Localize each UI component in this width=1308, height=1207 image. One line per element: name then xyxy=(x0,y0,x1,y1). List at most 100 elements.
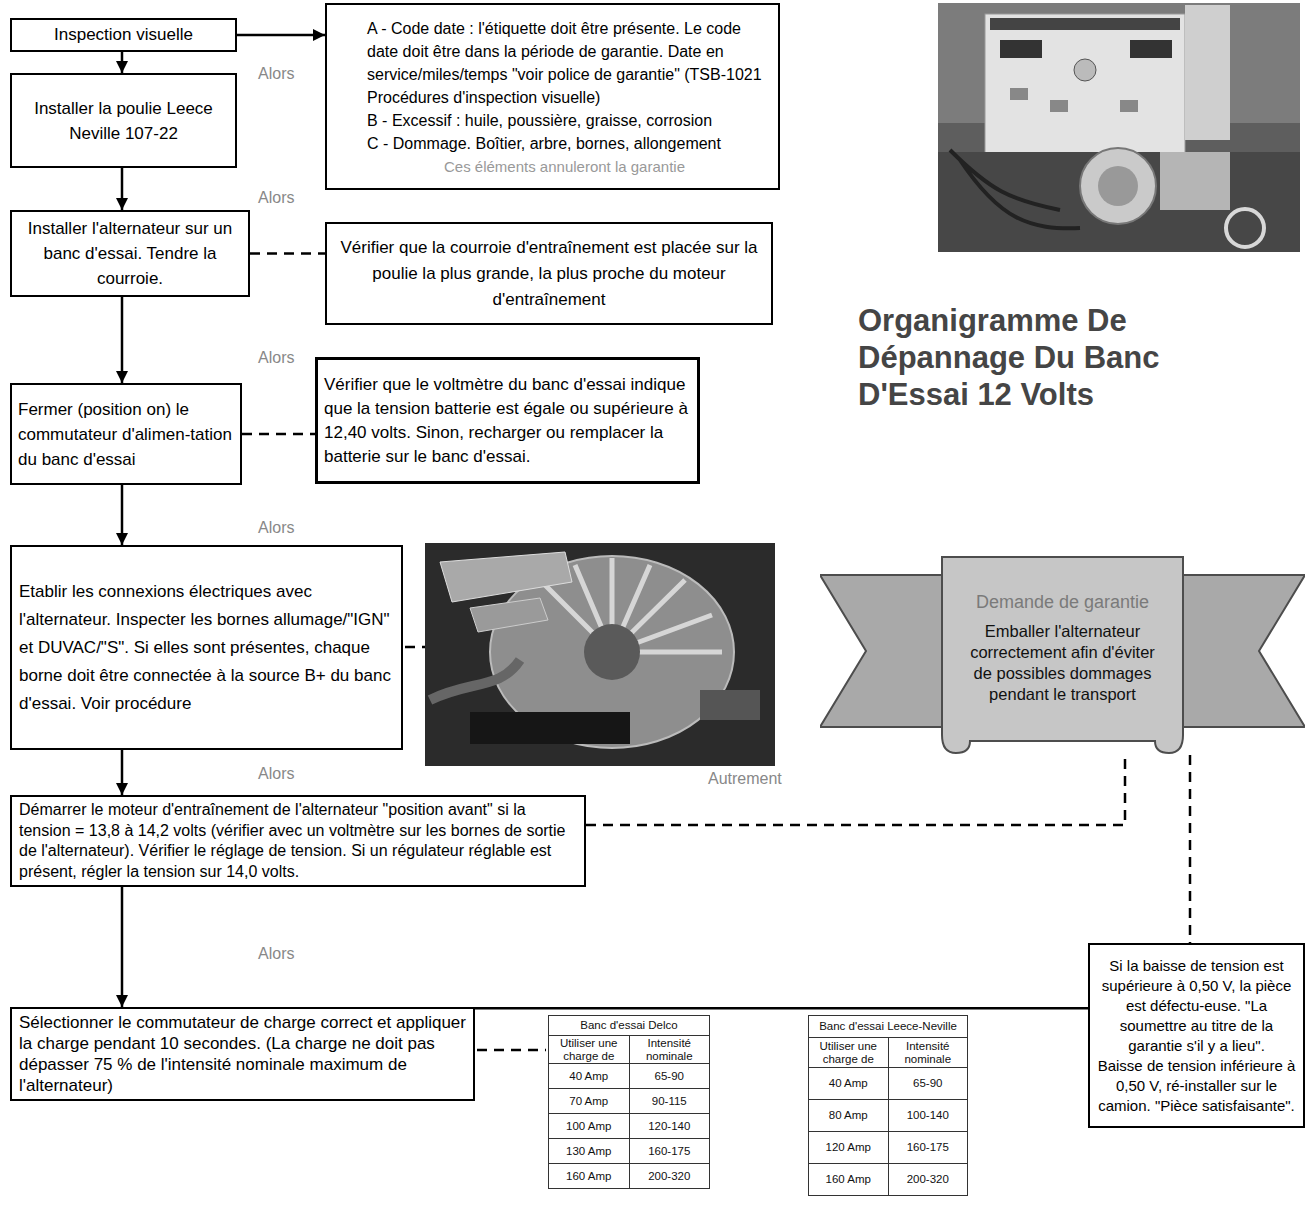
dashed-connector xyxy=(1189,755,1192,943)
table-cell: 120-140 xyxy=(629,1114,710,1139)
node-text: A - Code date : l'étiquette doit être pr… xyxy=(367,17,762,109)
photo-ground xyxy=(938,3,1300,252)
table-cell: 100-140 xyxy=(888,1100,968,1132)
alternator xyxy=(1080,148,1156,224)
edge-label: Autrement xyxy=(706,769,784,788)
process-box: Inspection visuelle xyxy=(10,18,237,52)
dashed-connector xyxy=(250,252,325,255)
process-box: Installer l'alternateur sur un banc d'es… xyxy=(10,210,250,297)
bench-knob xyxy=(1074,59,1096,81)
alternator-core xyxy=(1098,166,1138,206)
flow-arrow xyxy=(121,168,124,210)
flow-arrow xyxy=(121,297,124,383)
step-label: Alors xyxy=(258,188,294,207)
banner-text: Demande de garantieEmballer l'alternateu… xyxy=(820,573,1305,727)
table-cell: 65-90 xyxy=(629,1064,710,1089)
process-box: Sélectionner le commutateur de charge co… xyxy=(10,1007,475,1101)
flow-arrow xyxy=(121,52,124,73)
table-row: 70 Amp90-115 xyxy=(549,1089,710,1114)
process-box: Installer la poulie Leece Neville 107-22 xyxy=(10,73,237,168)
step-label: Alors xyxy=(258,764,294,783)
flow-arrow xyxy=(237,34,325,37)
table-cell: 70 Amp xyxy=(549,1089,630,1114)
table-row: 100 Amp120-140 xyxy=(549,1114,710,1139)
test-bench-photo xyxy=(938,3,1300,252)
table-cell: 160-175 xyxy=(629,1139,710,1164)
table-cell: 65-90 xyxy=(888,1068,968,1100)
flow-arrow xyxy=(475,1007,1088,1010)
table-cell: 120 Amp xyxy=(809,1132,889,1164)
column-header: Intensité nominale xyxy=(629,1036,710,1064)
table-cell: 130 Amp xyxy=(549,1139,630,1164)
table-header: Banc d'essai Delco xyxy=(549,1016,710,1036)
table-cell: 100 Amp xyxy=(549,1114,630,1139)
bench-strip xyxy=(990,18,1180,30)
bracket xyxy=(700,690,760,720)
table-row: Banc d'essai Delco xyxy=(549,1016,710,1036)
alternator-hub xyxy=(584,624,640,680)
cable xyxy=(430,660,520,700)
bench-switch xyxy=(1120,100,1138,112)
node-text: Baisse de tension inférieure à 0,50 V, r… xyxy=(1096,1056,1297,1116)
node-text: Etablir les connexions électriques avec … xyxy=(19,578,394,718)
result-box: Si la baisse de tension est supérieure à… xyxy=(1088,943,1305,1128)
bench-panel xyxy=(985,14,1185,154)
clamp xyxy=(470,598,548,632)
table-row: 40 Amp65-90 xyxy=(809,1068,968,1100)
column-header: Intensité nominale xyxy=(888,1038,968,1068)
bench-meter xyxy=(1000,40,1042,58)
step-label: Alors xyxy=(258,348,294,367)
node-text: Ces éléments annuleront la garantie xyxy=(367,155,762,178)
node-text: Si la baisse de tension est supérieure à… xyxy=(1096,956,1297,1056)
table-cell: 160-175 xyxy=(888,1132,968,1164)
photo-ground xyxy=(425,543,775,766)
table-body: Banc d'essai DelcoUtiliser une charge de… xyxy=(549,1016,710,1189)
delco-table: Banc d'essai DelcoUtiliser une charge de… xyxy=(548,1015,710,1189)
node-text: Fermer (position on) le commutateur d'al… xyxy=(18,397,234,472)
table-body: Banc d'essai Leece-NevilleUtiliser une c… xyxy=(809,1016,968,1196)
banner-panel xyxy=(942,557,1183,753)
table-row: 80 Amp100-140 xyxy=(809,1100,968,1132)
table-row: 160 Amp200-320 xyxy=(809,1164,968,1196)
process-box: Etablir les connexions électriques avec … xyxy=(10,545,403,750)
node-text: Inspection visuelle xyxy=(18,24,229,46)
node-text: Installer la poulie Leece Neville 107-22 xyxy=(20,96,227,146)
table-row: Utiliser une charge deIntensité nominale xyxy=(809,1038,968,1068)
step-label: Alors xyxy=(258,64,294,83)
column-header: Utiliser une charge de xyxy=(549,1036,630,1064)
bench-meter xyxy=(1130,40,1172,58)
node-text: Installer l'alternateur sur un banc d'es… xyxy=(20,216,240,291)
flow-arrow xyxy=(121,887,124,1007)
process-box: Démarrer le moteur d'entraînement de l'a… xyxy=(10,795,586,887)
node-text: B - Excessif : huile, poussière, graisse… xyxy=(367,109,762,132)
leader-line xyxy=(405,646,425,649)
table-cell: 200-320 xyxy=(629,1164,710,1189)
table-row: Utiliser une charge deIntensité nominale xyxy=(549,1036,710,1064)
flow-arrow xyxy=(121,485,124,545)
table-row: 40 Amp65-90 xyxy=(549,1064,710,1089)
table-cell: 160 Amp xyxy=(809,1164,889,1196)
leece-table: Banc d'essai Leece-NevilleUtiliser une c… xyxy=(808,1015,968,1196)
dashed-connector xyxy=(586,755,1125,825)
alternator-photo xyxy=(425,543,775,766)
note-box: A - Code date : l'étiquette doit être pr… xyxy=(325,3,780,190)
table-row: 120 Amp160-175 xyxy=(809,1132,968,1164)
cables xyxy=(950,150,1080,228)
table-header: Banc d'essai Leece-Neville xyxy=(809,1016,968,1038)
table-cell: 80 Amp xyxy=(809,1100,889,1132)
bench-switch xyxy=(1050,100,1068,112)
note-box: Vérifier que le voltmètre du banc d'essa… xyxy=(315,357,700,484)
node-text: Vérifier que la courroie d'entraînement … xyxy=(337,235,761,313)
node-text: C - Dommage. Boîtier, arbre, bornes, all… xyxy=(367,132,762,155)
node-text: Démarrer le moteur d'entraînement de l'a… xyxy=(19,800,577,882)
table-cell: 160 Amp xyxy=(549,1164,630,1189)
pulley xyxy=(470,712,630,744)
table-row: Banc d'essai Leece-Neville xyxy=(809,1016,968,1038)
leader-line xyxy=(477,1049,546,1052)
process-box: Fermer (position on) le commutateur d'al… xyxy=(10,383,242,485)
clamp xyxy=(440,552,572,602)
warranty-banner: Demande de garantieEmballer l'alternateu… xyxy=(820,545,1305,755)
column-header: Utiliser une charge de xyxy=(809,1038,889,1068)
table-row: 130 Amp160-175 xyxy=(549,1139,710,1164)
